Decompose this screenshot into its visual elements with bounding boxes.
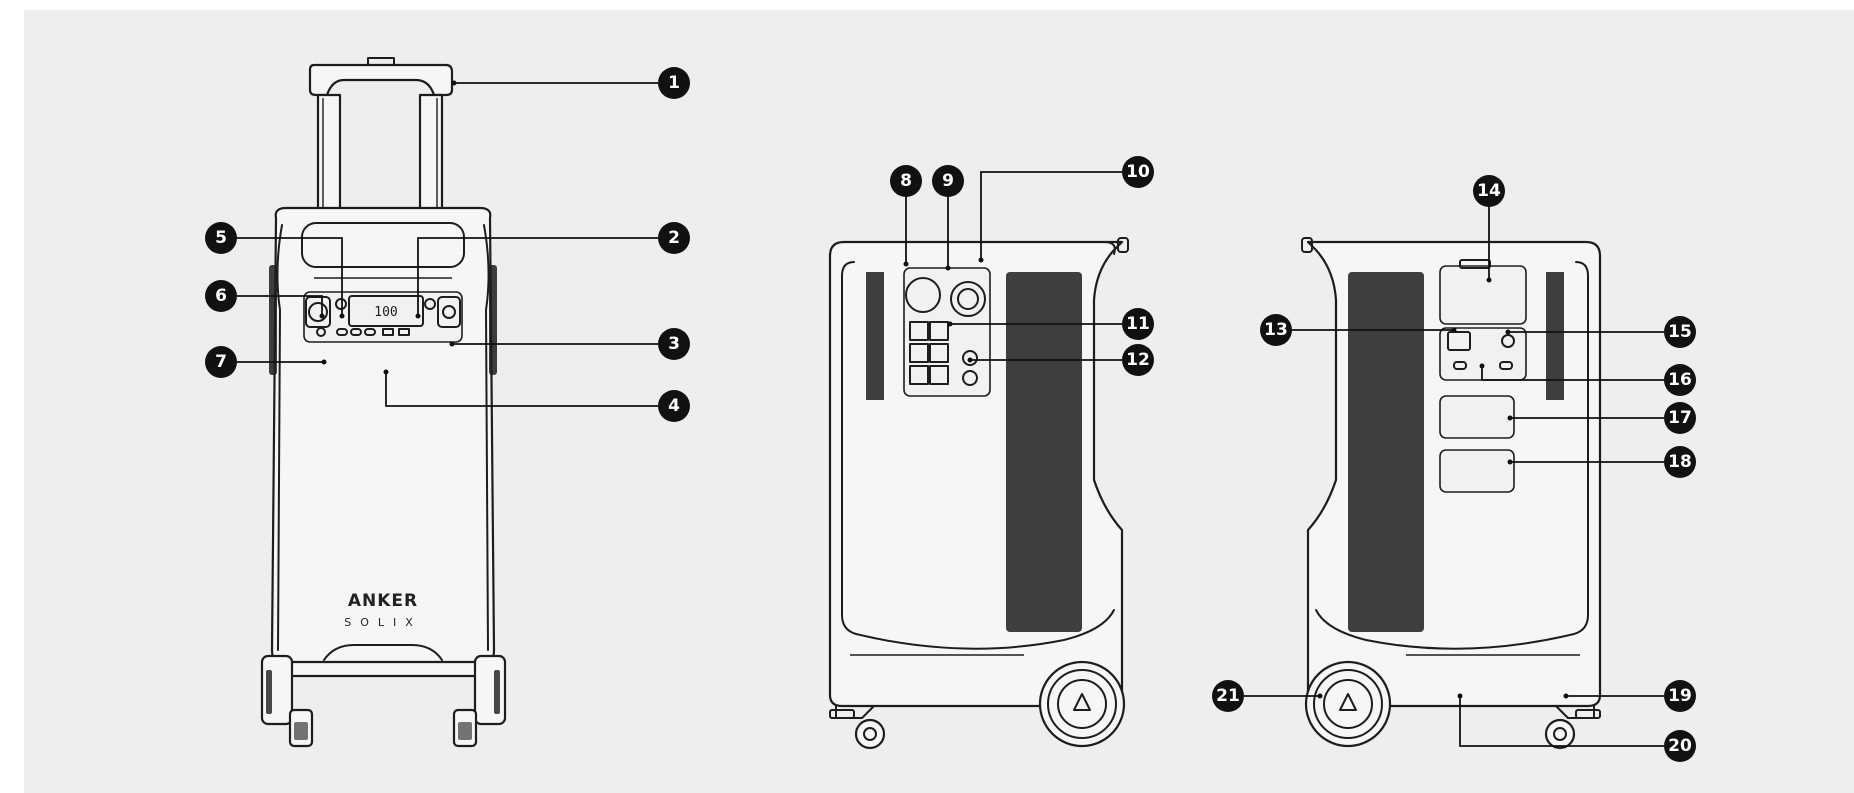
product-diagram: 100 ANKER SOLIX: [205, 57, 1696, 762]
right-large-wheel: [1304, 660, 1392, 748]
diagram-canvas: 100 ANKER SOLIX: [24, 10, 1854, 793]
callout-3: 3: [658, 328, 690, 360]
callout-20: 20: [1664, 730, 1696, 762]
svg-text:4: 4: [668, 396, 680, 416]
callout-1: 1: [658, 67, 690, 99]
svg-text:21: 21: [1216, 686, 1240, 706]
callout-13: 13: [1260, 314, 1292, 346]
svg-text:10: 10: [1126, 162, 1150, 182]
callout-4: 4: [658, 390, 690, 422]
brand-sub: SOLIX: [344, 616, 422, 629]
svg-text:3: 3: [668, 334, 680, 354]
callout-15: 15: [1664, 316, 1696, 348]
right-caster: [1544, 705, 1601, 750]
callout-21: 21: [1212, 680, 1244, 712]
svg-text:9: 9: [942, 171, 954, 191]
right-tall-grille: [1348, 272, 1424, 632]
callout-5: 5: [205, 222, 237, 254]
svg-text:5: 5: [215, 228, 227, 248]
left-outlet-panel: [903, 267, 991, 397]
callout-6: 6: [205, 280, 237, 312]
svg-text:19: 19: [1668, 686, 1692, 706]
svg-text:12: 12: [1126, 350, 1150, 370]
svg-text:2: 2: [668, 228, 680, 248]
svg-text:100: 100: [374, 305, 397, 320]
svg-text:7: 7: [215, 352, 227, 372]
left-large-wheel: [1038, 660, 1126, 748]
front-control-panel: 100: [303, 291, 463, 343]
svg-text:13: 13: [1264, 320, 1288, 340]
callout-2: 2: [658, 222, 690, 254]
callout-badges: 1 2 3 4 5 6 7 8 9 10 11 12 13 14 15 16 1…: [205, 67, 1696, 762]
callout-18: 18: [1664, 446, 1696, 478]
svg-text:15: 15: [1668, 322, 1692, 342]
callout-19: 19: [1664, 680, 1696, 712]
callout-8: 8: [890, 165, 922, 197]
svg-text:16: 16: [1668, 370, 1692, 390]
front-side-vents: [269, 265, 497, 375]
carry-handle-slot: [301, 222, 465, 268]
right-rear-vent: [1546, 272, 1564, 400]
callout-9: 9: [932, 165, 964, 197]
front-view: 100 ANKER SOLIX: [260, 57, 507, 748]
svg-text:6: 6: [215, 286, 227, 306]
svg-text:11: 11: [1126, 314, 1150, 334]
front-wheels: [260, 654, 507, 748]
left-side-view: [828, 237, 1129, 750]
left-caster: [829, 705, 886, 750]
callout-7: 7: [205, 346, 237, 378]
svg-text:17: 17: [1668, 408, 1692, 428]
svg-text:14: 14: [1477, 181, 1501, 201]
callout-11: 11: [1122, 308, 1154, 340]
left-rear-vent: [866, 272, 884, 400]
svg-text:8: 8: [900, 171, 912, 191]
svg-text:1: 1: [668, 73, 680, 93]
telescopic-handle: [308, 57, 454, 212]
callout-lines: [237, 80, 1664, 747]
callout-14: 14: [1473, 175, 1505, 207]
svg-text:18: 18: [1668, 452, 1692, 472]
right-port-panel: [1439, 259, 1527, 493]
svg-text:20: 20: [1668, 736, 1692, 756]
brand-name: ANKER: [348, 591, 418, 611]
right-side-view: [1301, 237, 1602, 750]
callout-10: 10: [1122, 156, 1154, 188]
callout-12: 12: [1122, 344, 1154, 376]
left-tall-grille: [1006, 272, 1082, 632]
callout-16: 16: [1664, 364, 1696, 396]
callout-17: 17: [1664, 402, 1696, 434]
